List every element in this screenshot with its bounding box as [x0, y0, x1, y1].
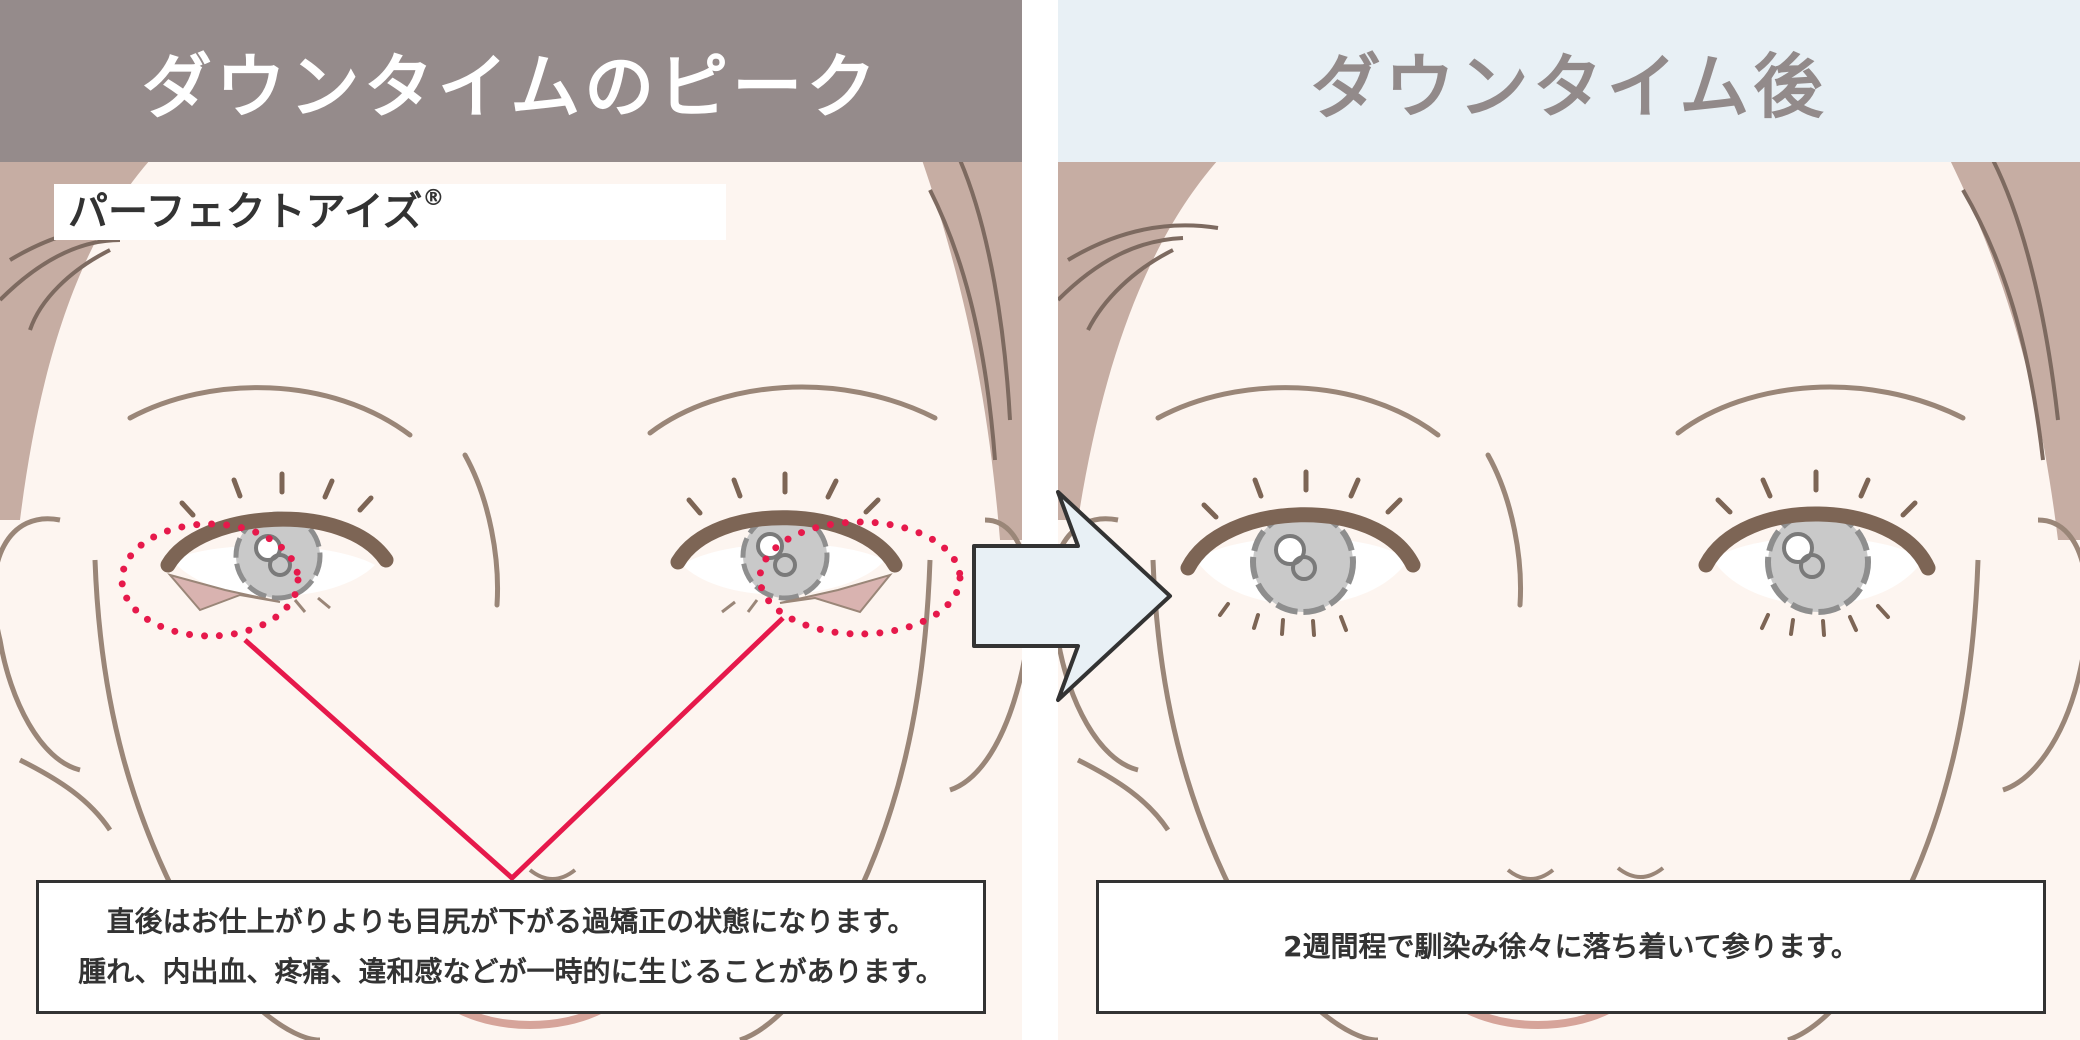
eye-right-side-after: [1180, 469, 1421, 637]
dotted-ellipse-marker-left-side: [756, 518, 964, 638]
ear-left: [0, 516, 81, 773]
product-label: パーフェクトアイズ®: [54, 184, 726, 240]
right-arrow-icon: [972, 490, 1172, 702]
eye-left-side-after: [1698, 469, 1936, 637]
caption-line: 直後はお仕上がりよりも目尻が下がる過矯正の状態になります。: [106, 905, 916, 938]
header-after-downtime: ダウンタイム後: [1058, 0, 2080, 162]
dotted-ellipse-marker-right-side: [118, 520, 302, 640]
face-illustration-peak: [0, 0, 1022, 1040]
caption-line: 腫れ、内出血、疼痛、違和感などが一時的に生じることがあります。: [78, 955, 944, 988]
caption-line: 2週間程で馴染み徐々に落ち着いて参ります。: [1283, 930, 1859, 963]
product-name: パーフェクトアイズ: [68, 189, 423, 235]
eye-right-side: [160, 471, 394, 613]
eyebrow-left-side: [647, 384, 938, 436]
panel-after-downtime: ダウンタイム後 2週間程で馴染み徐々に落ち着いて参ります。: [1058, 0, 2080, 1040]
caption-box-after: 2週間程で馴染み徐々に落ち着いて参ります。: [1096, 880, 2046, 1014]
face-illustration-after: [1058, 0, 2080, 1040]
caption-box-peak: 直後はお仕上がりよりも目尻が下がる過矯正の状態になります。 腫れ、内出血、疼痛、…: [36, 880, 986, 1014]
hair-right: [922, 160, 1022, 540]
nose-line: [462, 452, 500, 608]
pointer-lines: [243, 616, 785, 881]
eyebrow-right-side: [127, 385, 413, 438]
panel-downtime-peak: ダウンタイムのピーク パーフェクトアイズ® 直後はお仕上がりよりも目尻が下がる過…: [0, 0, 1022, 1040]
header-downtime-peak: ダウンタイムのピーク: [0, 0, 1022, 162]
registered-mark: ®: [422, 186, 445, 211]
eye-left-side: [670, 471, 903, 614]
ear-right: [949, 517, 1022, 793]
hair-left: [0, 160, 150, 520]
